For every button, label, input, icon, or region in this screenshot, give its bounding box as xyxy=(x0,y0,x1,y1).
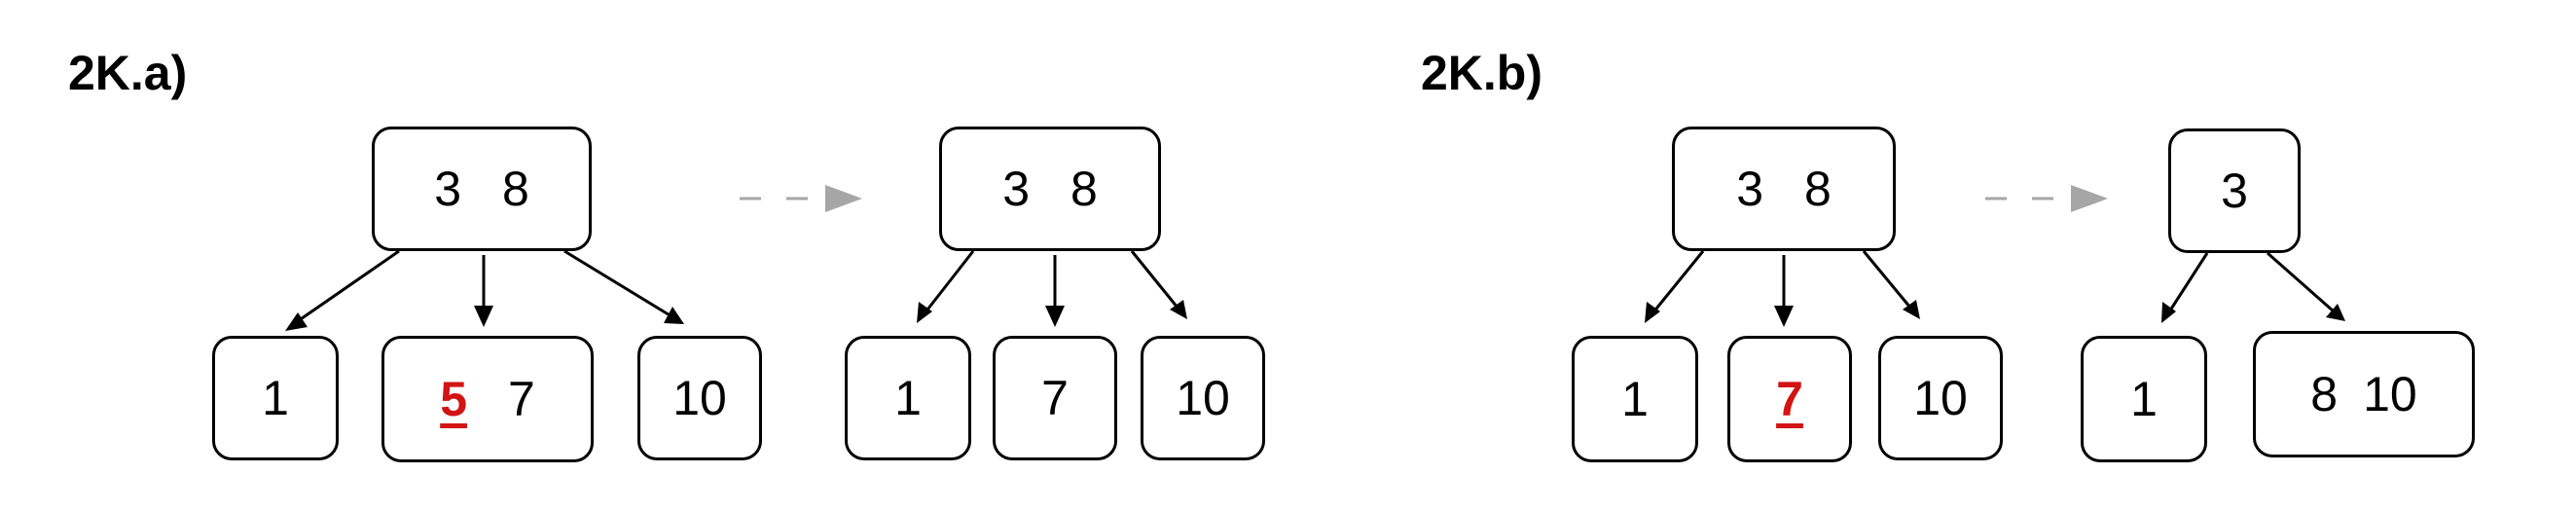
edge-a-after-right xyxy=(1130,250,1179,309)
key: 10 xyxy=(1913,371,1968,425)
key: 1 xyxy=(2130,372,2158,426)
panel-label-b: 2K.b) xyxy=(1421,46,1542,100)
key: 8 xyxy=(2310,367,2339,421)
key: 7 xyxy=(1041,371,1069,425)
arrowhead xyxy=(2326,304,2345,321)
edge-b-before-left xyxy=(1651,250,1705,314)
a-after-child-1: 1 xyxy=(845,336,971,460)
key: 8 xyxy=(1804,162,1832,216)
deleted-key-highlight: 5 xyxy=(440,372,467,426)
arrowhead xyxy=(1170,300,1187,319)
b-before-child-3: 10 xyxy=(1878,336,2003,460)
arrowhead xyxy=(474,306,493,327)
key: 7 xyxy=(508,372,535,426)
edge-b-before-right xyxy=(1862,250,1912,309)
key: 8 xyxy=(502,162,529,216)
edge-b-after-left xyxy=(2166,252,2209,314)
a-before-child-3: 10 xyxy=(637,336,762,460)
key: 1 xyxy=(262,371,289,425)
key: 3 xyxy=(1736,162,1763,216)
a-after-child-2: 7 xyxy=(993,336,1117,460)
a-after-child-3: 10 xyxy=(1141,336,1265,460)
arrowhead xyxy=(2161,302,2176,323)
edge-a-after-left xyxy=(923,250,975,314)
b-before-child-1: 1 xyxy=(1572,336,1698,462)
a-before-root-node: 3 8 xyxy=(372,127,592,251)
arrowhead xyxy=(1645,302,1660,323)
arrowhead xyxy=(664,307,684,324)
arrowhead xyxy=(1774,306,1794,327)
a-before-child-1: 1 xyxy=(212,336,339,460)
b-before-child-2: 7 xyxy=(1727,336,1852,462)
key: 8 xyxy=(1070,162,1098,216)
edge-a-before-left xyxy=(294,249,400,325)
edge-arrowheads xyxy=(285,300,2345,331)
edge-a-before-right xyxy=(563,249,672,318)
transition-arrow-b xyxy=(1985,185,2108,212)
key: 3 xyxy=(1002,162,1030,216)
panel-label-a: 2K.a) xyxy=(68,46,188,100)
a-after-root-node: 3 8 xyxy=(939,127,1161,251)
arrowhead xyxy=(1903,300,1920,319)
deleted-key-highlight: 7 xyxy=(1776,372,1803,426)
edge-b-after-right xyxy=(2267,251,2335,313)
key: 3 xyxy=(434,162,461,216)
key: 10 xyxy=(672,371,727,425)
key: 1 xyxy=(894,371,922,425)
b-after-child-2: 8 10 xyxy=(2253,331,2475,457)
b-after-root-node: 3 xyxy=(2168,128,2301,253)
b-before-root-node: 3 8 xyxy=(1672,127,1896,251)
transition-arrow-a xyxy=(740,185,862,212)
arrowhead xyxy=(1045,306,1065,327)
key: 3 xyxy=(2221,164,2248,218)
key: 1 xyxy=(1621,372,1649,426)
arrowhead xyxy=(917,302,932,323)
b-after-child-1: 1 xyxy=(2081,336,2207,462)
key: 10 xyxy=(2363,367,2417,421)
arrowhead xyxy=(285,312,308,331)
key: 10 xyxy=(1176,371,1230,425)
a-before-child-2: 5 7 xyxy=(381,336,594,462)
